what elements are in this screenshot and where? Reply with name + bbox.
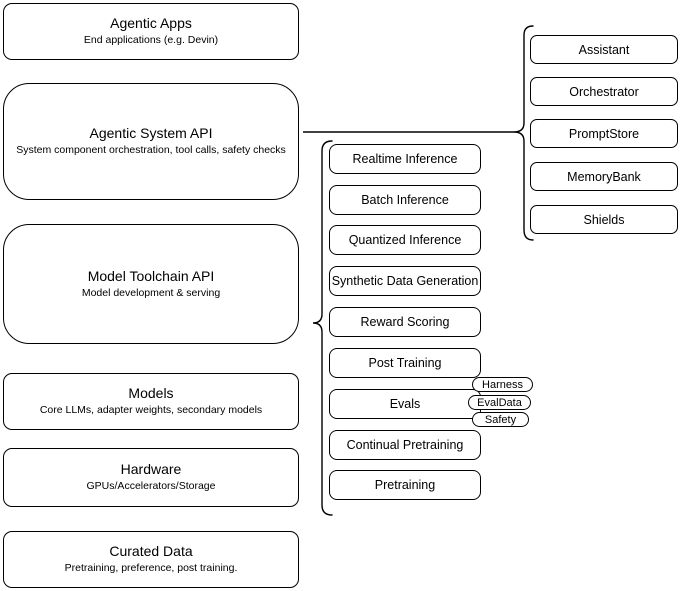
toolchain-label: Quantized Inference [348, 233, 462, 247]
toolchain-label: Evals [389, 397, 421, 411]
components-group-brace [513, 25, 534, 241]
toolchain-label: Synthetic Data Generation [331, 274, 479, 288]
layer-title: Curated Data [109, 543, 193, 560]
layer-subtitle: End applications (e.g. Devin) [83, 34, 219, 47]
toolchain-box-batch-inference: Batch Inference [329, 185, 481, 215]
layer-title: Models [128, 385, 174, 402]
layer-title: Agentic Apps [110, 15, 192, 32]
layer-subtitle: Model development & serving [81, 286, 221, 299]
toolchain-group-brace [312, 140, 333, 516]
layer-title: Model Toolchain API [87, 267, 215, 284]
eval-tag-label: EvalData [477, 396, 522, 409]
eval-tag-evaldata: EvalData [468, 395, 531, 410]
layer-subtitle: Pretraining, preference, post training. [64, 562, 238, 575]
layer-model-toolchain-api: Model Toolchain API Model development & … [3, 224, 299, 344]
layer-hardware: Hardware GPUs/Accelerators/Storage [3, 448, 299, 507]
component-label: Assistant [578, 42, 630, 57]
toolchain-box-evals: Evals [329, 389, 481, 419]
layer-subtitle: System component orchestration, tool cal… [16, 144, 286, 157]
toolchain-box-synthetic-data-generation: Synthetic Data Generation [329, 266, 481, 296]
component-label: Orchestrator [569, 84, 639, 99]
toolchain-box-quantized-inference: Quantized Inference [329, 225, 481, 255]
component-box-assistant: Assistant [530, 35, 678, 64]
layer-models: Models Core LLMs, adapter weights, secon… [3, 373, 299, 430]
toolchain-label: Batch Inference [361, 193, 449, 207]
toolchain-label: Reward Scoring [360, 315, 450, 329]
component-label: MemoryBank [567, 169, 641, 184]
component-label: PromptStore [568, 126, 640, 141]
layer-subtitle: Core LLMs, adapter weights, secondary mo… [39, 404, 263, 417]
toolchain-box-realtime-inference: Realtime Inference [329, 144, 481, 174]
layer-curated-data: Curated Data Pretraining, preference, po… [3, 531, 299, 588]
eval-tag-harness: Harness [472, 377, 533, 392]
toolchain-box-reward-scoring: Reward Scoring [329, 307, 481, 337]
toolchain-label: Pretraining [374, 478, 436, 492]
toolchain-box-post-training: Post Training [329, 348, 481, 378]
eval-tag-label: Safety [484, 413, 517, 426]
toolchain-label: Post Training [368, 356, 442, 370]
toolchain-label: Realtime Inference [352, 152, 458, 166]
layer-title: Hardware [120, 461, 182, 478]
eval-tag-safety: Safety [472, 412, 529, 427]
component-label: Shields [583, 212, 625, 227]
component-box-memorybank: MemoryBank [530, 162, 678, 191]
component-box-orchestrator: Orchestrator [530, 77, 678, 106]
component-box-promptstore: PromptStore [530, 119, 678, 148]
layer-title: Agentic System API [89, 125, 213, 142]
layer-agentic-apps: Agentic Apps End applications (e.g. Devi… [3, 3, 299, 60]
layer-agentic-system-api: Agentic System API System component orch… [3, 83, 299, 200]
toolchain-box-continual-pretraining: Continual Pretraining [329, 430, 481, 460]
toolchain-box-pretraining: Pretraining [329, 470, 481, 500]
layer-subtitle: GPUs/Accelerators/Storage [86, 480, 216, 493]
component-box-shields: Shields [530, 205, 678, 234]
toolchain-label: Continual Pretraining [346, 438, 464, 452]
eval-tag-label: Harness [482, 378, 523, 391]
